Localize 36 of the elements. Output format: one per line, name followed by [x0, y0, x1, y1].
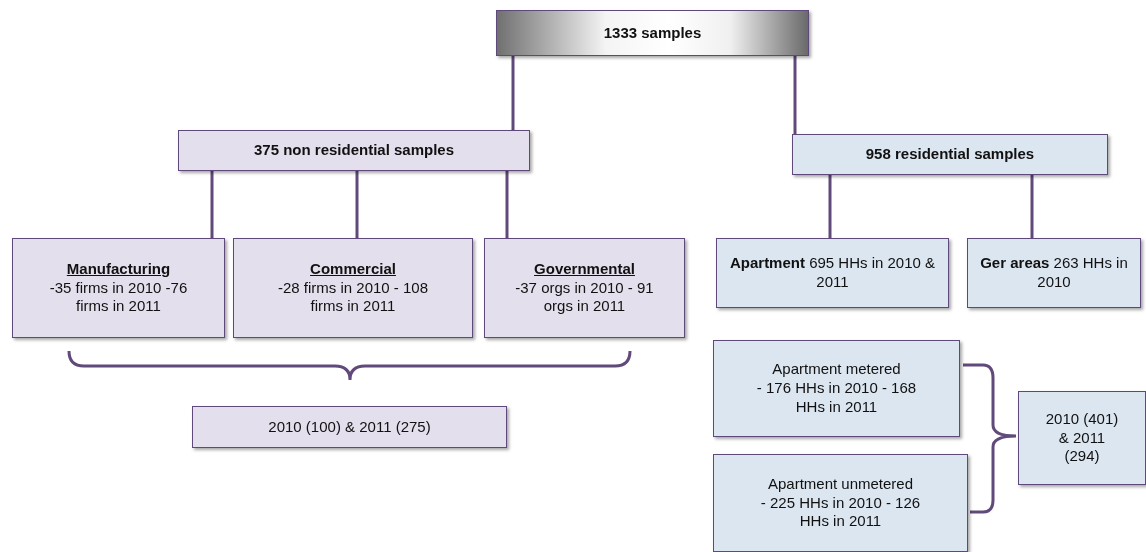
box-text: Ger areas 263 HHs in 2010	[979, 254, 1129, 292]
box-heading: Governmental	[534, 259, 635, 279]
box-text: 375 non residential samples	[253, 141, 455, 160]
housing-box	[716, 238, 949, 308]
root-box	[496, 10, 809, 56]
box-text: -35 firms in 2010 -76 firms in 2011	[48, 278, 189, 317]
box-text: -37 orgs in 2010 - 91 orgs in 2011	[514, 278, 655, 317]
connector-line	[355, 171, 359, 238]
box-text: 2010 (401) & 2011 (294)	[1044, 409, 1120, 467]
category-box	[178, 130, 530, 171]
connector-line	[210, 171, 214, 238]
category-box	[792, 134, 1108, 175]
sector-box	[12, 238, 225, 338]
box-heading: Apartment unmetered	[767, 474, 914, 494]
box-text: 958 residential samples	[865, 145, 1035, 164]
box-text: - 225 HHs in 2010 - 126 HHs in 2011	[759, 493, 922, 532]
connector-line	[505, 171, 509, 238]
connector-line	[511, 56, 515, 130]
box-text: - 176 HHs in 2010 - 168 HHs in 2011	[755, 379, 918, 417]
box-heading: Commercial	[310, 259, 396, 279]
housing-box	[967, 238, 1141, 308]
sector-box	[484, 238, 685, 338]
connector-line	[1030, 175, 1034, 238]
meter-box	[713, 340, 960, 437]
meter-box	[713, 454, 968, 552]
box-heading: Manufacturing	[66, 259, 171, 279]
total-box	[192, 406, 507, 448]
box-text: Apartment 695 HHs in 2010 & 2011	[728, 254, 937, 292]
box-text: 1333 samples	[603, 23, 702, 43]
connector-line	[793, 56, 797, 134]
box-text: 2010 (100) & 2011 (275)	[268, 417, 431, 437]
connector-line	[828, 175, 832, 238]
box-text: -28 firms in 2010 - 108 firms in 2011	[276, 278, 430, 317]
box-heading: Apartment metered	[772, 360, 901, 380]
total-box	[1018, 391, 1146, 485]
sector-box	[233, 238, 473, 338]
